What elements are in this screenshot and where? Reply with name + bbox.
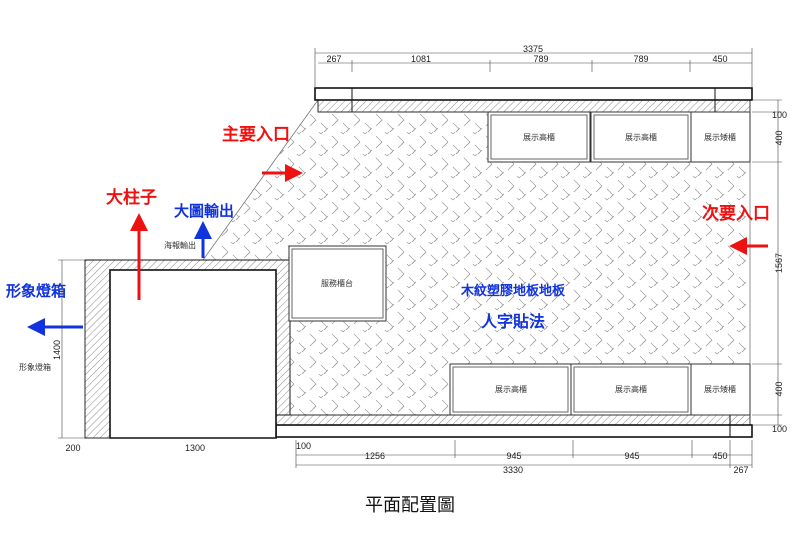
cabinet-label: 展示矮櫃	[704, 384, 736, 394]
dim-top: 267	[326, 54, 341, 64]
dim-top: 450	[712, 54, 727, 64]
service-counter	[288, 245, 387, 322]
top-cabinets: 展示高櫃 展示高櫃 展示矮櫃	[487, 111, 751, 163]
tall-display-cabinet	[570, 363, 692, 416]
dim-bottom-total: 3330	[503, 465, 523, 475]
floor-material-label: 木紋塑膠地板地板	[460, 283, 566, 299]
dim-bottom: 200	[65, 443, 80, 453]
cabinet-label: 展示高櫃	[495, 384, 527, 394]
dim-bottom: 945	[506, 451, 521, 461]
dimension-lines	[58, 48, 782, 468]
low-display-cabinet	[690, 363, 751, 416]
dim-top: 789	[633, 54, 648, 64]
dim-right: 100	[772, 424, 787, 434]
dim-top: 1081	[411, 54, 431, 64]
cabinet-inner-outline	[452, 366, 569, 413]
tall-display-cabinet	[487, 111, 591, 163]
dim-right: 400	[774, 130, 784, 145]
dim-top: 789	[533, 54, 548, 64]
top-wall	[317, 99, 751, 113]
cabinet-inner-outline	[490, 114, 588, 160]
main-entrance-label: 主要入口	[222, 124, 290, 145]
low-display-cabinet	[690, 111, 751, 163]
plan-title: 平面配置圖	[365, 495, 455, 516]
dim-right: 1567	[774, 253, 784, 273]
lightbox-small-label: 形象燈箱	[19, 362, 51, 372]
bottom-window-bar	[275, 424, 753, 438]
service-counter-label: 服務櫃台	[321, 278, 353, 288]
secondary-entrance-label: 次要入口	[702, 203, 770, 224]
dim-left: 1400	[52, 340, 62, 360]
bottom-cabinets: 展示高櫃 展示高櫃 展示矮櫃	[449, 363, 751, 416]
dim-top-total: 3375	[523, 44, 543, 54]
cabinet-label: 展示高櫃	[625, 132, 657, 142]
big-column	[109, 269, 277, 439]
top-window-bar	[314, 87, 753, 101]
service-counter-inner-outline	[291, 248, 384, 319]
big-print-label: 大圖輸出	[174, 202, 234, 220]
tall-display-cabinet	[449, 363, 572, 416]
floor-pattern-label: 人字貼法	[481, 312, 545, 331]
dim-bottom: 1300	[185, 443, 205, 453]
dim-bottom: 267	[733, 465, 748, 475]
dim-bottom: 1256	[365, 451, 385, 461]
dim-bottom: 945	[624, 451, 639, 461]
big-column-label: 大柱子	[106, 187, 157, 208]
cabinet-label: 展示矮櫃	[704, 132, 736, 142]
dim-bottom: 450	[712, 451, 727, 461]
cabinet-inner-outline	[573, 366, 689, 413]
cabinet-label: 展示高櫃	[523, 132, 555, 142]
dim-right: 400	[774, 381, 784, 396]
tall-display-cabinet	[590, 111, 692, 163]
lightbox-big-label: 形象燈箱	[6, 282, 66, 300]
bottom-wall	[275, 414, 751, 426]
cabinet-inner-outline	[593, 114, 689, 160]
poster-print-label: 海報輸出	[164, 240, 196, 250]
dim-right: 100	[772, 110, 787, 120]
dim-bottom: 100	[296, 441, 311, 451]
cabinet-label: 展示高櫃	[615, 384, 647, 394]
